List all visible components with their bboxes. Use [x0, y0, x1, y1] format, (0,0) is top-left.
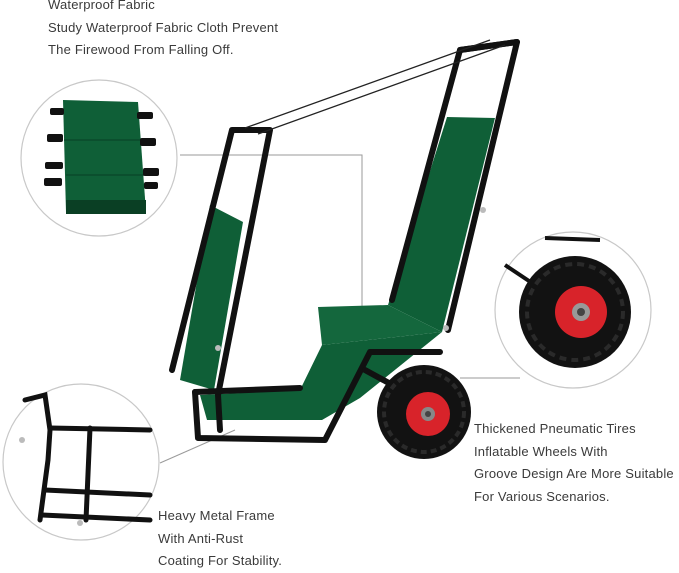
wheel [377, 365, 471, 459]
fabric-callout-line-3: The Firewood From Falling Off. [48, 42, 234, 57]
frame-callout: Heavy Metal Frame With Anti-Rust Coating… [158, 505, 282, 573]
tires-callout-line-1: Thickened Pneumatic Tires [474, 421, 636, 436]
cart-image [169, 39, 520, 459]
frame-callout-line-2: With Anti-Rust [158, 530, 244, 546]
fabric-callout: Waterproof Fabric Study Waterproof Fabri… [48, 0, 278, 62]
tire-detail-circle [494, 231, 652, 389]
frame-detail-circle [2, 383, 160, 541]
fabric-callout-line-2: Study Waterproof Fabric Cloth Prevent [48, 19, 279, 35]
tires-callout-line-4: For Various Scenarios. [474, 488, 610, 504]
fabric-detail-circle [20, 79, 178, 237]
tires-callout: Thickened Pneumatic Tires Inflatable Whe… [474, 418, 674, 508]
tires-callout-line-2: Inflatable Wheels With [474, 443, 608, 459]
frame-callout-line-3: Coating For Stability. [158, 553, 283, 568]
tires-callout-line-3: Groove Design Are More Suitable [474, 466, 674, 481]
frame-callout-line-1: Heavy Metal Frame [158, 508, 275, 523]
fabric-callout-line-1: Waterproof Fabric [48, 0, 155, 12]
